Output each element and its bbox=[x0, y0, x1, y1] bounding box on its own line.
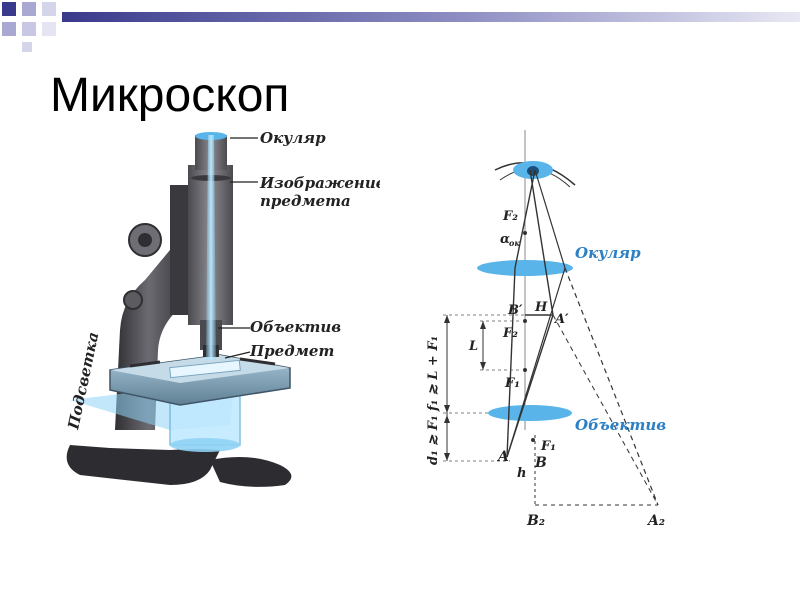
label-specimen: Предмет bbox=[249, 342, 334, 360]
deco-square-6 bbox=[42, 22, 56, 36]
label-objective: Объектив bbox=[250, 318, 341, 336]
ray-diagram: Окуляр Объектив F₂ α ок B′ H A′ F₂ L F₁ … bbox=[426, 130, 666, 529]
microscope-illustration: Окуляр Изображение предмета Объектив Пре… bbox=[64, 130, 380, 487]
deco-square-1 bbox=[2, 2, 16, 16]
deco-square-7 bbox=[22, 42, 32, 52]
label-objective-diagram: Объектив bbox=[575, 416, 666, 434]
symbol-h: h bbox=[517, 466, 526, 481]
condition-d1: d₁ ≳ F₁ bbox=[426, 415, 441, 465]
symbol-B: B bbox=[534, 455, 547, 471]
label-image-line2: предмета bbox=[260, 192, 351, 210]
deco-square-5 bbox=[42, 2, 56, 16]
label-image-line1: Изображение bbox=[259, 174, 380, 192]
symbol-A-prime: A′ bbox=[553, 312, 569, 327]
symbol-alpha: α bbox=[500, 232, 510, 247]
symbol-F2-top: F₂ bbox=[502, 209, 518, 224]
symbol-F1-lower: F₁ bbox=[540, 439, 556, 454]
condition-f1: f₁ ≳ L + F₁ bbox=[426, 336, 441, 412]
slide-title: Микроскоп bbox=[50, 69, 290, 122]
symbol-B2: B₂ bbox=[526, 513, 545, 529]
base-foot bbox=[66, 445, 221, 485]
symbol-F2-mid: F₂ bbox=[502, 326, 518, 341]
symbol-A: A bbox=[496, 449, 509, 465]
base-foot-right bbox=[210, 456, 292, 487]
symbol-alpha-sub: ок bbox=[509, 238, 520, 248]
slide-decoration bbox=[2, 2, 800, 52]
label-eyepiece: Окуляр bbox=[260, 130, 326, 147]
label-eyepiece-diagram: Окуляр bbox=[575, 244, 641, 262]
symbol-A2: A₂ bbox=[646, 513, 665, 529]
symbol-B-prime: B′ bbox=[507, 303, 523, 318]
tube-light-beam bbox=[206, 135, 216, 360]
fine-focus-knob bbox=[123, 290, 143, 310]
header-bar bbox=[62, 12, 800, 22]
deco-square-4 bbox=[22, 22, 36, 36]
specimen-slide bbox=[169, 359, 241, 379]
symbol-L: L bbox=[468, 339, 478, 354]
label-illumination: Подсветка bbox=[64, 330, 102, 431]
deco-square-3 bbox=[2, 22, 16, 36]
symbol-H: H bbox=[534, 300, 548, 315]
deco-square-2 bbox=[22, 2, 36, 16]
objective-lens-diagram bbox=[488, 405, 572, 421]
eyepiece-lens-diagram bbox=[477, 260, 573, 276]
symbol-F1-upper: F₁ bbox=[504, 376, 520, 391]
